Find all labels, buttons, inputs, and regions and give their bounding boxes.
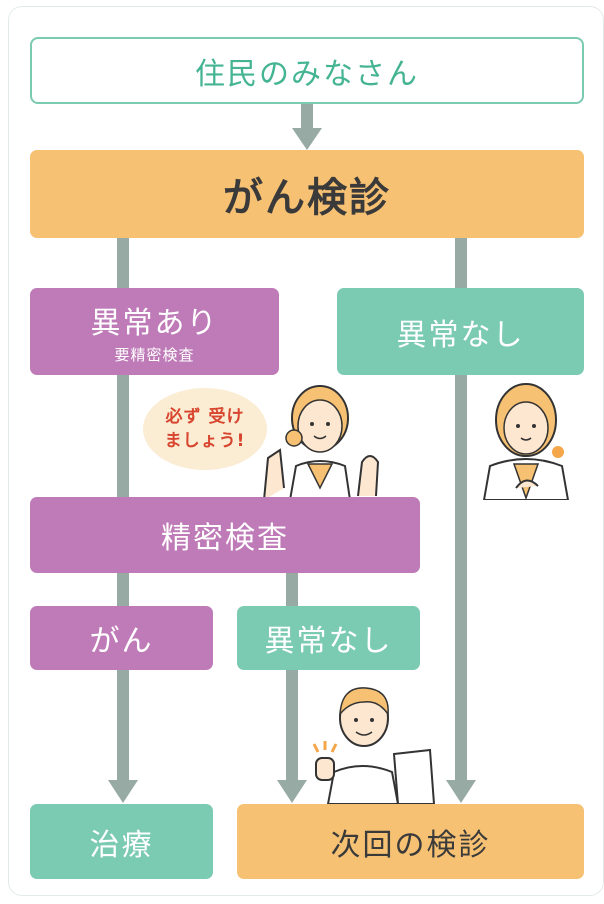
next-screening-label: 次回の検診 [330, 827, 491, 863]
residents-box: 住民のみなさん [30, 37, 584, 104]
abnormal-box: 異常あり 要精密検査 [30, 288, 279, 375]
next-screening-box: 次回の検診 [237, 804, 584, 879]
treatment-box: 治療 [30, 804, 213, 879]
speech-bubble-line1: 必ず 受け [165, 407, 245, 427]
treatment-label: 治療 [89, 827, 154, 863]
woman-illustration [482, 383, 570, 500]
detailed-exam-box: 精密検査 [30, 497, 420, 573]
detailed-exam-label: 精密検査 [161, 521, 289, 556]
man-illustration [312, 687, 436, 804]
normal-right-label: 異常なし [396, 317, 525, 353]
speech-bubble-line2: ましょう! [164, 431, 246, 451]
normal-lower-label: 異常なし [264, 624, 393, 659]
arrow-residents-to-screening-head [292, 128, 322, 150]
doctor-illustration [263, 385, 380, 500]
normal-lower-box: 異常なし [237, 606, 420, 670]
normal-right-box: 異常なし [337, 288, 584, 375]
arrow-screening-to-next [455, 238, 467, 786]
screening-box: がん検診 [30, 150, 584, 238]
residents-label: 住民のみなさん [195, 56, 419, 92]
abnormal-label: 異常あり [90, 306, 219, 341]
arrow-detailed-to-next-head [277, 780, 307, 803]
arrow-screening-to-treatment-head [108, 780, 138, 803]
abnormal-sub-label: 要精密検査 [114, 346, 195, 364]
arrow-screening-to-next-head [446, 780, 476, 803]
screening-label: がん検診 [223, 175, 391, 221]
arrow-residents-to-screening [301, 104, 313, 134]
arrow-detailed-to-next [286, 572, 298, 786]
cancer-box: がん [30, 606, 213, 670]
speech-bubble: 必ず 受け ましょう! [143, 388, 267, 470]
cancer-label: がん [89, 624, 154, 659]
